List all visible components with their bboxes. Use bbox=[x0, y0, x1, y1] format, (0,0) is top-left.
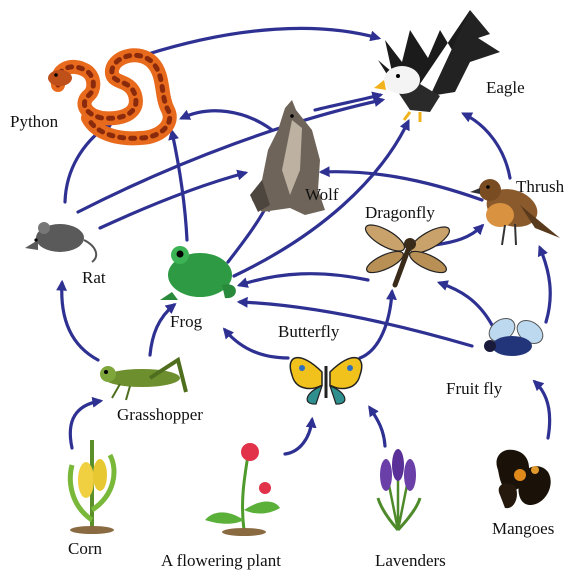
label-grasshopper: Grasshopper bbox=[117, 405, 203, 424]
arrow-fruit-fly-to-thrush bbox=[540, 248, 550, 322]
eagle-illustration bbox=[374, 10, 500, 122]
butterfly-illustration bbox=[290, 358, 361, 404]
label-eagle: Eagle bbox=[486, 78, 525, 97]
lavenders-illustration bbox=[378, 449, 420, 530]
label-butterfly: Butterfly bbox=[278, 322, 340, 341]
rat-illustration bbox=[25, 222, 96, 262]
label-python: Python bbox=[10, 112, 59, 131]
arrow-wolf-to-python bbox=[182, 111, 272, 130]
label-flowering-plant: A flowering plant bbox=[161, 551, 281, 570]
arrow-rat-to-wolf bbox=[100, 173, 245, 228]
arrow-fruit-fly-to-frog bbox=[240, 302, 472, 346]
label-dragonfly: Dragonfly bbox=[365, 203, 435, 222]
arrow-frog-to-python bbox=[172, 132, 187, 240]
arrow-dragonfly-to-frog bbox=[240, 274, 368, 285]
grasshopper-illustration bbox=[100, 360, 186, 400]
label-lavenders: Lavenders bbox=[375, 551, 446, 570]
label-thrush: Thrush bbox=[516, 177, 565, 196]
frog-illustration bbox=[160, 246, 236, 300]
arrow-flowering-plant-to-butterfly bbox=[285, 420, 312, 454]
fruit-fly-illustration bbox=[484, 314, 547, 356]
label-corn: Corn bbox=[68, 539, 103, 558]
arrow-corn-to-grasshopper bbox=[70, 401, 100, 448]
label-fruit-fly: Fruit fly bbox=[446, 379, 503, 398]
corn-illustration bbox=[70, 440, 114, 534]
label-frog: Frog bbox=[170, 312, 203, 331]
label-wolf: Wolf bbox=[305, 185, 339, 204]
arrow-mangoes-to-fruit-fly bbox=[535, 382, 550, 438]
flowering-plant-illustration bbox=[205, 443, 280, 536]
label-mangoes: Mangoes bbox=[492, 519, 554, 538]
arrow-fruit-fly-to-dragonfly bbox=[440, 283, 492, 325]
label-rat: Rat bbox=[82, 268, 106, 287]
arrow-grasshopper-to-rat bbox=[62, 283, 98, 360]
arrow-lavenders-to-butterfly bbox=[370, 408, 385, 446]
mangoes-illustration bbox=[497, 450, 551, 508]
dragonfly-illustration bbox=[362, 220, 453, 285]
arrow-python-to-eagle bbox=[145, 28, 378, 55]
arrow-thrush-to-eagle bbox=[464, 114, 510, 178]
arrow-thrush-to-wolf bbox=[322, 172, 482, 200]
